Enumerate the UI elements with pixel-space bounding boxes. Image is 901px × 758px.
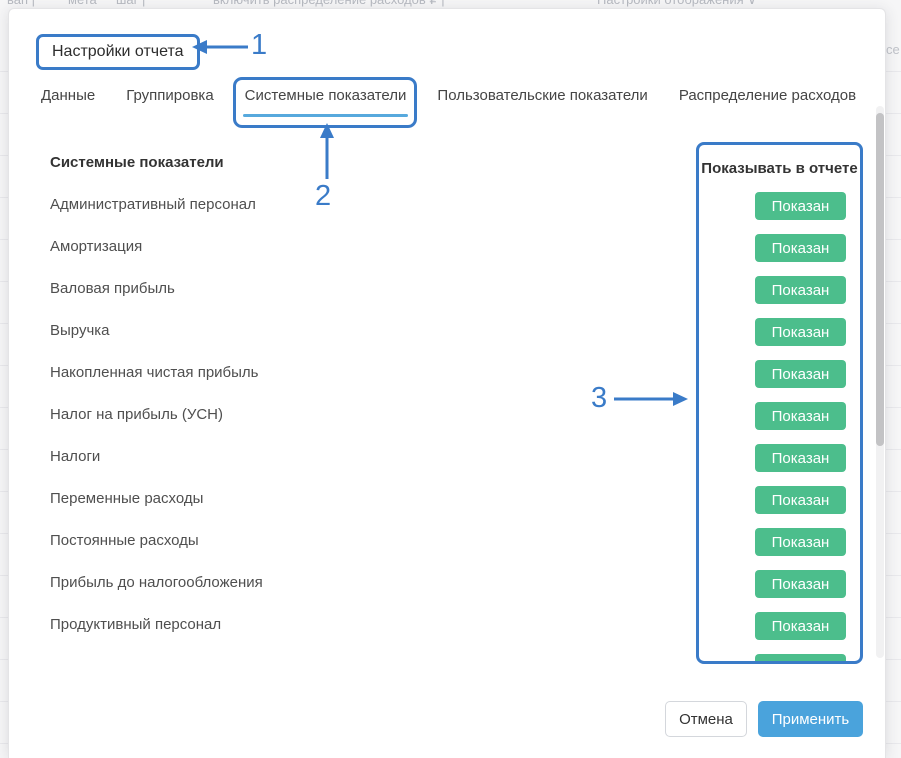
- indicator-row-label: Налоги: [50, 447, 101, 465]
- indicator-row-label: Валовая прибыль: [50, 279, 175, 297]
- report-settings-modal: Настройки отчета Данные Группировка Сист…: [8, 8, 886, 758]
- toggle-shown-button[interactable]: Показан: [755, 570, 846, 598]
- background-toolbar: вап | мета шаг | включить распределение …: [0, 0, 901, 8]
- indicator-row-label: Постоянные расходы: [50, 531, 199, 549]
- tab-label: Группировка: [126, 87, 214, 104]
- background-text-fragment: се: [886, 42, 900, 57]
- tab-label: Системные показатели: [244, 87, 407, 104]
- cancel-button[interactable]: Отмена: [665, 701, 747, 737]
- indicator-row-label: Административный персонал: [50, 195, 256, 213]
- tab-user-indicators[interactable]: Пользовательские показатели: [437, 85, 647, 110]
- indicator-list-header: Системные показатели: [50, 153, 224, 171]
- toggle-shown-button[interactable]: Показан: [755, 360, 846, 388]
- apply-button[interactable]: Применить: [758, 701, 863, 737]
- toggle-shown-button[interactable]: Показан: [755, 276, 846, 304]
- modal-scrollbar-track[interactable]: [876, 106, 884, 658]
- toggle-shown-button[interactable]: Показан: [755, 486, 846, 514]
- background-toolbar-fragment: Настройки отображения ∨: [597, 0, 757, 8]
- active-tab-underline: [242, 114, 409, 117]
- background-toolbar-fragment: шаг |: [116, 0, 145, 7]
- toggle-shown-button[interactable]: Показан: [755, 444, 846, 472]
- background-toolbar-fragment: вап |: [7, 0, 35, 7]
- tab-label: Распределение расходов: [678, 87, 857, 104]
- modal-tabs: Данные Группировка Системные показатели …: [41, 77, 856, 128]
- background-toolbar-fragment: мета: [68, 0, 97, 7]
- toggle-shown-button[interactable]: Показан: [755, 402, 846, 430]
- toggle-shown-button[interactable]: Показан: [755, 528, 846, 556]
- background-toolbar-fragment: включить распределение расходов ₽ |: [213, 0, 445, 8]
- toggle-shown-button[interactable]: Показан: [755, 234, 846, 262]
- indicator-row-label: Амортизация: [50, 237, 143, 255]
- tab-expense-distribution[interactable]: Распределение расходов: [679, 85, 856, 110]
- toggle-shown-button[interactable]: Показан: [755, 612, 846, 640]
- tab-data[interactable]: Данные: [41, 85, 95, 110]
- indicator-row-label: Продуктивный персонал: [50, 615, 222, 633]
- tab-label: Данные: [41, 87, 96, 104]
- indicator-row-label: Переменные расходы: [50, 489, 204, 507]
- show-in-report-column: Показывать в отчете Показан Показан Пока…: [696, 142, 863, 664]
- tab-grouping[interactable]: Группировка: [126, 85, 213, 110]
- modal-title: Настройки отчета: [36, 34, 200, 70]
- show-in-report-header: Показывать в отчете: [701, 159, 858, 177]
- indicator-row-label: Накопленная чистая прибыль: [50, 363, 259, 381]
- toggle-shown-button-partial[interactable]: Показан: [755, 654, 846, 661]
- indicator-row-label: Налог на прибыль (УСН): [50, 405, 224, 423]
- indicator-row-label: Прибыль до налогообложения: [50, 573, 263, 591]
- tab-system-indicators[interactable]: Системные показатели: [232, 77, 418, 128]
- background-table-edge-right: [886, 14, 901, 758]
- toggle-shown-button[interactable]: Показан: [755, 192, 846, 220]
- indicator-list: Системные показатели Административный пе…: [50, 141, 470, 645]
- background-table-edge-left: [0, 14, 8, 758]
- indicator-row-label: Выручка: [50, 321, 110, 339]
- tab-label: Пользовательские показатели: [437, 87, 648, 104]
- toggle-shown-button[interactable]: Показан: [755, 318, 846, 346]
- modal-scrollbar-thumb[interactable]: [876, 113, 884, 446]
